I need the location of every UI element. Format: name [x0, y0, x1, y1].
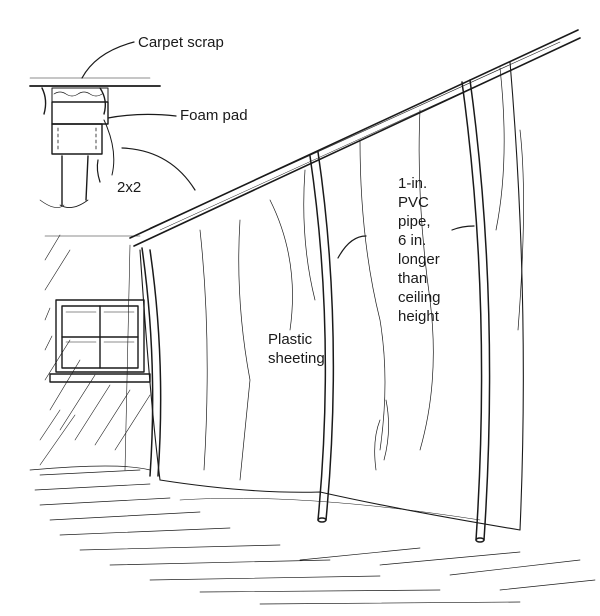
ceiling-board — [130, 30, 580, 246]
pvc-pipe-line-7: ceiling — [398, 288, 478, 307]
pvc-pipe-line-4: 6 in. — [398, 231, 478, 250]
pvc-pipe-line-5: longer — [398, 250, 478, 269]
plastic-sheeting-label: Plastic sheeting — [268, 330, 348, 368]
pvc-pipe-line-2: PVC — [398, 193, 478, 212]
plastic-sheeting-line-1: Plastic — [268, 330, 348, 349]
two-by-two-label: 2x2 — [117, 178, 141, 197]
pvc-pipe-line-8: height — [398, 307, 478, 326]
plastic-sheeting-line-2: sheeting — [268, 349, 348, 368]
carpet-scrap-label: Carpet scrap — [138, 33, 224, 52]
window — [50, 300, 150, 382]
pvc-pipe-line-6: than — [398, 269, 478, 288]
pvc-pipe-line-1: 1-in. — [398, 174, 478, 193]
pvc-pipe-line-3: pipe, — [398, 212, 478, 231]
foam-pad-label: Foam pad — [180, 106, 248, 125]
floor-hatching — [30, 466, 595, 604]
pvc-pipe-label: 1-in. PVC pipe, 6 in. longer than ceilin… — [398, 174, 478, 326]
